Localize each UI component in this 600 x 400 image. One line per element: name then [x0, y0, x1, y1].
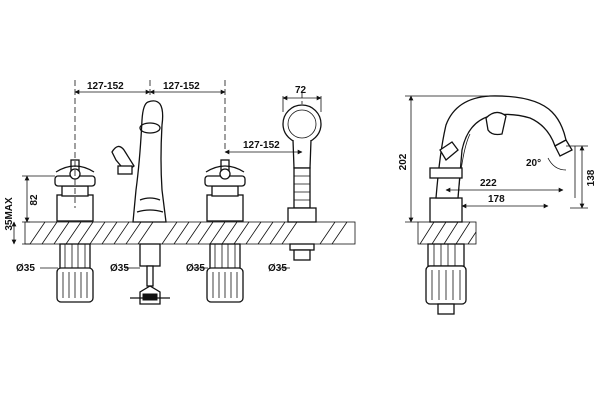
front-view: 127-152 127-152 72 127-152 82 35MAX Ø35: [4, 80, 356, 305]
center-spout: [111, 100, 170, 305]
right-handle-valve: [204, 159, 246, 303]
diameter-labels: Ø35 Ø35 Ø35 Ø35: [16, 263, 290, 274]
deck-plate: [24, 221, 356, 245]
diameter-label: Ø35: [110, 263, 129, 274]
dim-reach-inner: 178: [488, 194, 505, 205]
diameter-label: Ø35: [268, 263, 287, 274]
dimension-handshower-width: 72: [282, 85, 322, 112]
dim-angle: 20°: [526, 158, 541, 169]
diameter-label: Ø35: [16, 263, 35, 274]
side-deck: [417, 221, 477, 245]
side-view: 202 138 222 178 20°: [398, 95, 597, 315]
dimension-left-verticals: 82 35MAX: [4, 175, 55, 245]
hand-shower: [282, 104, 322, 261]
dim-total-height: 202: [398, 153, 409, 170]
dim-spacing-handshower: 127-152: [243, 140, 280, 151]
diameter-label: Ø35: [186, 263, 205, 274]
dim-spacing-left: 127-152: [87, 81, 124, 92]
dim-deck-max: 35MAX: [4, 197, 15, 231]
dim-reach-outer: 222: [480, 178, 497, 189]
dimension-spacing-top: 127-152 127-152: [74, 81, 226, 95]
dim-handshower-width: 72: [295, 85, 307, 96]
dim-handle-height: 82: [29, 194, 40, 206]
side-dimensions: 202 138 222 178 20°: [398, 95, 597, 223]
dim-spout-height: 138: [586, 169, 597, 186]
dim-spacing-right: 127-152: [163, 81, 200, 92]
dimension-handshower-spacing: 127-152: [224, 140, 303, 155]
